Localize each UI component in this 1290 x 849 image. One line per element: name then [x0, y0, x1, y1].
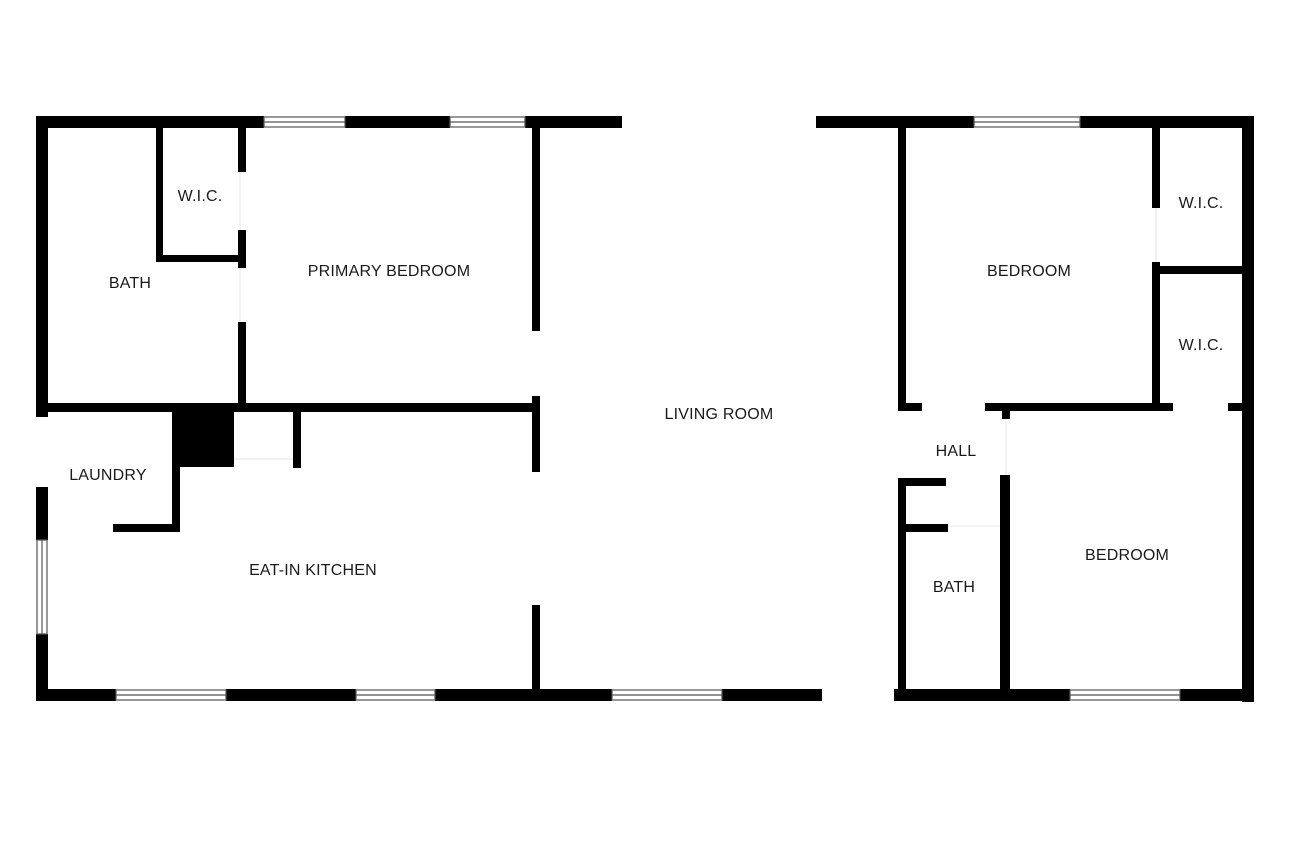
room-label-bedroom-top: BEDROOM — [987, 263, 1071, 280]
wall-bottom-left-d — [722, 689, 822, 701]
room-label-laundry: LAUNDRY — [69, 467, 147, 484]
wall-left-mid — [36, 487, 48, 540]
wall-hall-right-b — [1000, 475, 1010, 701]
room-label-primary-bedroom: PRIMARY BEDROOM — [308, 263, 470, 280]
room-labels: W.I.C. BATH PRIMARY BEDROOM LIVING ROOM … — [69, 188, 1223, 596]
wall-bedroom-top-left — [898, 128, 906, 411]
room-label-living-room: LIVING ROOM — [665, 406, 774, 423]
room-label-bath-primary: BATH — [109, 275, 151, 292]
wall-right-mid-c — [1228, 403, 1242, 411]
wall-top-left-a — [36, 116, 264, 128]
room-label-wic-right-top: W.I.C. — [1179, 195, 1224, 212]
wall-chase-block — [172, 412, 234, 467]
wall-laundry-bottom — [113, 524, 180, 532]
room-label-bath-secondary: BATH — [933, 579, 975, 596]
wall-bottom-left-b — [226, 689, 356, 701]
wall-wic-right-a — [238, 128, 246, 172]
room-label-wic-right-bottom: W.I.C. — [1179, 337, 1224, 354]
wall-wic-right-c — [238, 322, 246, 410]
wall-bedroom-top-right-a — [1152, 128, 1160, 208]
wall-laundry-right — [172, 412, 180, 532]
door-openings — [234, 172, 1157, 527]
wall-mid-horizontal — [36, 403, 540, 412]
room-label-hall: HALL — [936, 443, 977, 460]
wall-right-mid-b — [985, 403, 1173, 411]
wall-kitchen-right — [532, 605, 540, 693]
wall-closet-top — [898, 478, 946, 486]
wall-right-exterior — [1242, 116, 1254, 702]
room-label-bedroom-bottom: BEDROOM — [1085, 547, 1169, 564]
wall-wic-right-b — [238, 230, 246, 268]
wall-bedroom-right-lower — [532, 396, 540, 472]
walls — [36, 116, 1254, 702]
windows — [36, 116, 1181, 701]
wall-left-lower — [36, 634, 48, 701]
wall-wic-bottom — [156, 255, 246, 262]
wall-bottom-right-b — [1180, 689, 1254, 701]
wall-closet-left — [898, 478, 906, 701]
room-label-wic-primary: W.I.C. — [178, 188, 223, 205]
wall-bedroom-right-upper — [532, 128, 540, 331]
wall-left-upper — [36, 116, 48, 417]
wall-top-left-b — [345, 116, 450, 128]
room-label-eat-in-kitchen: EAT-IN KITCHEN — [249, 562, 377, 579]
wall-closet-right — [293, 412, 301, 468]
wall-top-left-c — [525, 116, 622, 128]
wall-wic-divider — [1160, 266, 1242, 274]
wall-hall-right-a — [1002, 411, 1010, 419]
wall-bath-top — [898, 524, 948, 532]
wall-bedroom-top-right-b — [1152, 262, 1160, 411]
wall-top-right-b — [1080, 116, 1254, 128]
wall-right-mid-a — [898, 403, 922, 411]
wall-bottom-left-c — [435, 689, 612, 701]
wall-bottom-left-a — [36, 689, 116, 701]
wall-bottom-right-a — [894, 689, 1070, 701]
wall-top-right-a — [816, 116, 974, 128]
wall-wic-left — [156, 128, 163, 262]
